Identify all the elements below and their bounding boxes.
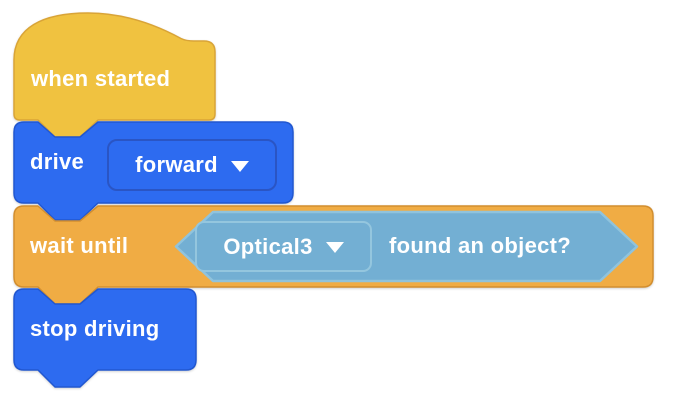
drive-direction-value: forward [135,152,218,177]
when-started-label: when started [31,66,171,91]
stop-driving-label: stop driving [30,316,160,341]
stop-driving-block-shape[interactable] [13,288,197,388]
drive-label: drive [30,149,85,174]
chevron-down-icon [325,242,344,253]
wait-until-label: wait until [30,233,129,258]
condition-label: found an object? [389,233,572,258]
drive-direction-dropdown[interactable]: forward [107,139,277,191]
sensor-dropdown[interactable]: Optical3 [195,221,372,272]
chevron-down-icon [230,160,249,172]
sensor-dropdown-value: Optical3 [223,233,313,259]
